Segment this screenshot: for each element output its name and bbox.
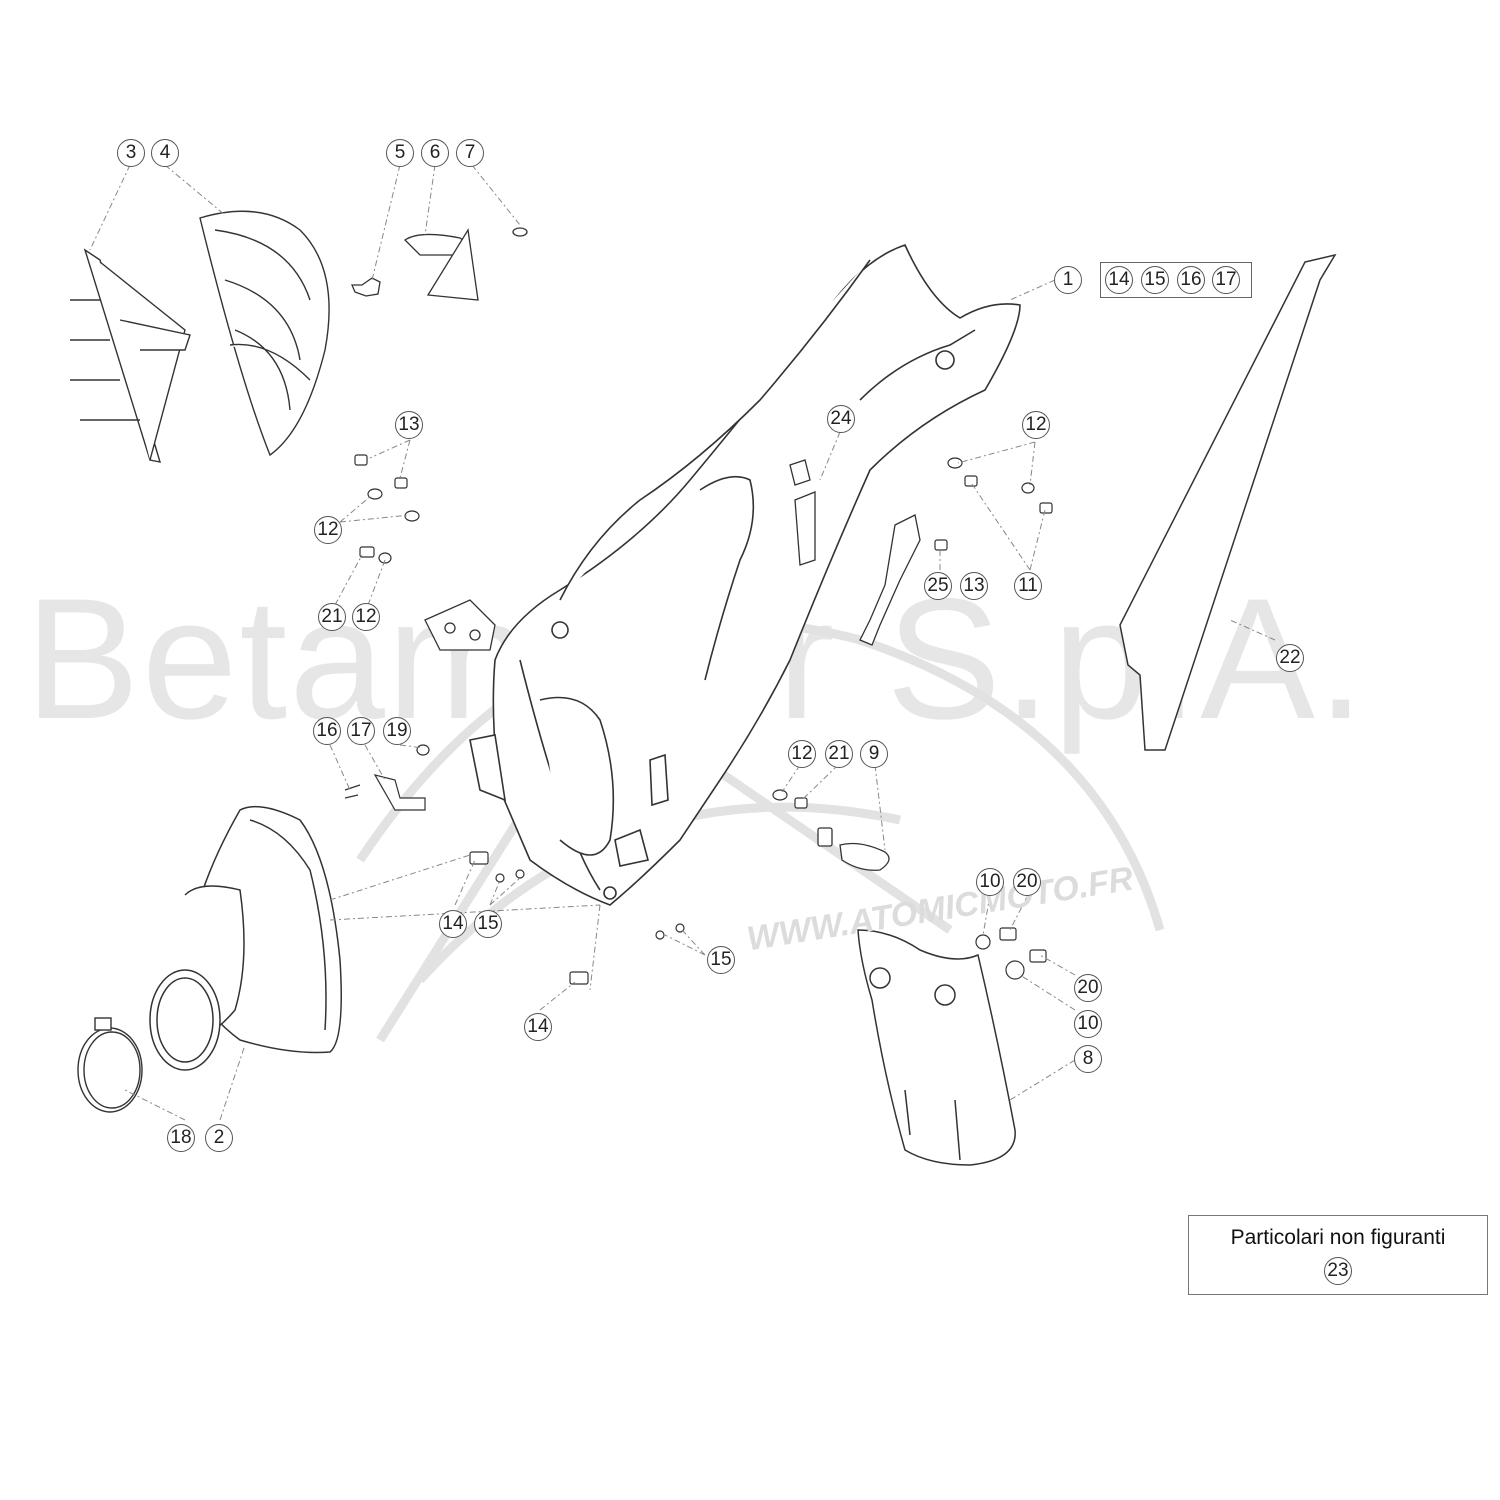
callout-5: 5: [386, 139, 414, 167]
callout-22: 22: [1276, 644, 1304, 672]
kit-callout-16: 16: [1177, 266, 1205, 294]
callout-7: 7: [456, 139, 484, 167]
callout-6: 6: [421, 139, 449, 167]
callout-17: 17: [347, 717, 375, 745]
air-filter-cover: [70, 248, 191, 463]
leader-lines: [89, 164, 1276, 1121]
callout-12-right: 12: [1022, 411, 1050, 439]
callout-21-center: 21: [825, 740, 853, 768]
callout-10-a: 10: [976, 868, 1004, 896]
bracket-25: [859, 514, 921, 646]
callout-8: 8: [1074, 1045, 1102, 1073]
callout-11: 11: [1014, 572, 1042, 600]
air-filter-element: [199, 210, 330, 457]
callout-12-left-a: 12: [314, 516, 342, 544]
callout-1: 1: [1054, 266, 1082, 294]
callout-12-left-b: 12: [352, 603, 380, 631]
bracket-24: [789, 459, 816, 566]
callout-4: 4: [151, 139, 179, 167]
callout-16: 16: [313, 717, 341, 745]
callout-14-b: 14: [524, 1013, 552, 1041]
callout-3: 3: [117, 139, 145, 167]
callout-9: 9: [860, 740, 888, 768]
callout-20-b: 20: [1074, 974, 1102, 1002]
callout-18: 18: [167, 1124, 195, 1152]
kit-callout-14: 14: [1105, 266, 1133, 294]
callout-25: 25: [924, 572, 952, 600]
drain-plug-9: [817, 827, 890, 871]
callout-15-b: 15: [707, 946, 735, 974]
callout-13-right: 13: [960, 572, 988, 600]
callout-10-b: 10: [1074, 1010, 1102, 1038]
callout-15-a: 15: [474, 910, 502, 938]
callout-2: 2: [205, 1124, 233, 1152]
callout-20-a: 20: [1013, 868, 1041, 896]
air-intake-duct: [149, 805, 342, 1071]
callout-19: 19: [383, 717, 411, 745]
airbox-side-panel: [1119, 253, 1337, 751]
hose-clamp-18: [77, 1017, 143, 1113]
callout-13-left: 13: [395, 411, 423, 439]
exhaust-guard-8: [857, 929, 1016, 1166]
callout-14-a: 14: [439, 910, 467, 938]
kit-callout-15: 15: [1141, 266, 1169, 294]
not-shown-parts-title: Particolari non figuranti: [1230, 1226, 1446, 1249]
filter-clip-parts: [351, 227, 528, 301]
callout-12-center: 12: [788, 740, 816, 768]
callout-23: 23: [1324, 1257, 1352, 1285]
small-hardware: [344, 454, 1053, 985]
callout-21-left: 21: [318, 603, 346, 631]
callout-24: 24: [827, 405, 855, 433]
airbox-body: [469, 244, 1021, 906]
front-bracket: [424, 599, 496, 651]
kit-callout-17: 17: [1212, 266, 1240, 294]
